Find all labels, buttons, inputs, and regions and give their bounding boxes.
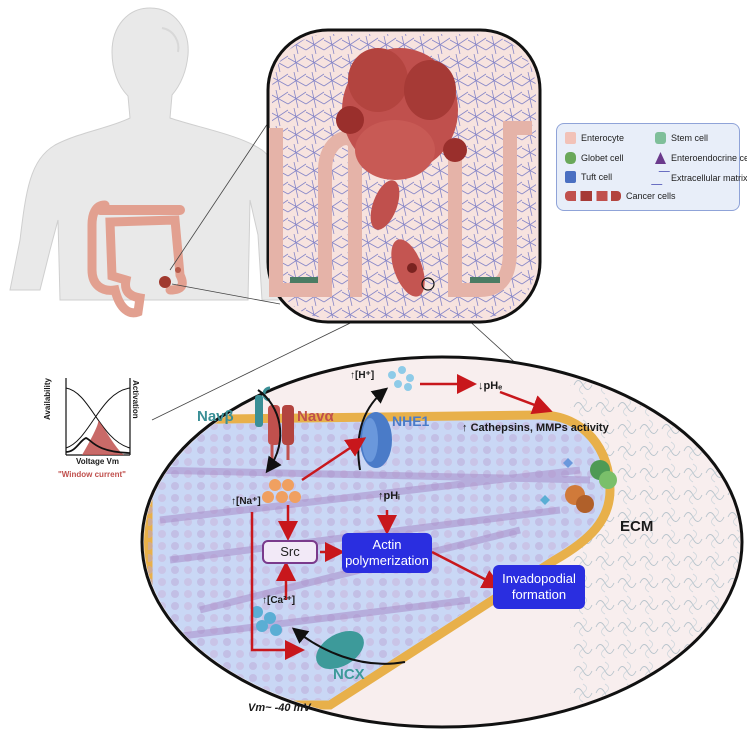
ca-ion-label: ↑[Ca²⁺] bbox=[262, 595, 295, 606]
legend-label: Enterocyte bbox=[581, 133, 625, 143]
phe-label: ↓pHₑ bbox=[478, 380, 502, 392]
cathepsins-label: ↑ Cathepsins, MMPs activity bbox=[462, 422, 609, 434]
actin-polymerization-box: Actin polymerization bbox=[342, 533, 432, 573]
ecm-icon bbox=[650, 171, 671, 185]
pathway-arrows bbox=[250, 374, 553, 660]
cancer-cells-icon bbox=[565, 191, 621, 201]
stem-cell-icon bbox=[655, 132, 666, 144]
mmp-enzymes bbox=[540, 458, 617, 513]
legend-label: Stem cell bbox=[671, 133, 709, 143]
phi-text: pHᵢ bbox=[383, 490, 400, 502]
na-ion-label: ↑[Na⁺] bbox=[231, 496, 261, 507]
na-ion-text: [Na⁺] bbox=[236, 496, 261, 507]
h-ions bbox=[388, 366, 414, 391]
navb-label: Navβ bbox=[197, 408, 234, 425]
h-ion-label: ↑[H⁺] bbox=[350, 370, 374, 381]
legend: Enterocyte Stem cell Globet cell Enteroe… bbox=[556, 123, 747, 211]
enteroendocrine-cell-icon bbox=[655, 152, 666, 164]
inset-ylabel-left: Availability bbox=[43, 378, 52, 420]
human-body-illustration bbox=[9, 7, 291, 318]
legend-item-goblet-cell: Globet cell bbox=[565, 152, 624, 164]
legend-label: Cancer cells bbox=[626, 191, 676, 201]
up-arrow-icon: ↑ bbox=[350, 370, 355, 381]
legend-label: Enteroendocrine cell bbox=[671, 153, 747, 163]
legend-item-ecm: Extracellular matrix bbox=[650, 171, 747, 185]
legend-item-stem-cell: Stem cell bbox=[655, 132, 708, 144]
goblet-cell-icon bbox=[565, 152, 576, 164]
invadopodial-formation-box: Invadopodial formation bbox=[493, 565, 585, 609]
ncx-exchanger bbox=[291, 627, 406, 669]
up-arrow-icon: ↑ bbox=[378, 490, 384, 502]
up-arrow-icon: ↑ bbox=[462, 422, 468, 434]
down-arrow-icon: ↓ bbox=[478, 380, 484, 392]
tuft-cell-icon bbox=[565, 171, 576, 183]
crypt-panel bbox=[266, 28, 542, 324]
legend-item-tuft-cell: Tuft cell bbox=[565, 171, 612, 183]
phe-text: pHₑ bbox=[483, 380, 503, 392]
na-ions bbox=[262, 479, 301, 503]
legend-label: Tuft cell bbox=[581, 172, 613, 182]
enterocyte-icon bbox=[565, 132, 576, 144]
window-current-caption: "Window current" bbox=[58, 470, 126, 479]
inset-graph bbox=[65, 378, 131, 456]
ecm-label: ECM bbox=[620, 518, 654, 535]
inset-xlabel: Voltage Vm bbox=[76, 457, 119, 466]
ncx-label: NCX bbox=[333, 666, 365, 683]
h-ion-text: [H⁺] bbox=[355, 370, 375, 381]
legend-label: Globet cell bbox=[581, 153, 624, 163]
legend-item-enterocyte: Enterocyte bbox=[565, 132, 624, 144]
up-arrow-icon: ↑ bbox=[262, 595, 267, 606]
ca-ion-text: [Ca²⁺] bbox=[267, 595, 296, 606]
nav-alpha-channel bbox=[257, 389, 294, 474]
cathepsins-text: Cathepsins, MMPs activity bbox=[470, 422, 609, 434]
tumor-mass bbox=[336, 48, 467, 297]
legend-item-enteroendocrine-cell: Enteroendocrine cell bbox=[655, 152, 747, 164]
up-arrow-icon: ↑ bbox=[231, 496, 236, 507]
colon bbox=[87, 200, 187, 318]
inset-ylabel-right: Activation bbox=[131, 380, 140, 419]
legend-label: Extracellular matrix bbox=[671, 173, 747, 183]
src-box: Src bbox=[262, 540, 318, 564]
phi-label: ↑pHᵢ bbox=[378, 490, 400, 502]
legend-item-cancer-cells: Cancer cells bbox=[565, 191, 676, 201]
magnified-spot bbox=[421, 277, 435, 291]
nava-label: Navα bbox=[297, 408, 334, 425]
ca-ions bbox=[251, 606, 282, 636]
tumor-site bbox=[159, 276, 171, 288]
nhe1-label: NHE1 bbox=[392, 413, 430, 429]
membrane-potential-label: Vm~ -40 mV bbox=[248, 702, 311, 714]
